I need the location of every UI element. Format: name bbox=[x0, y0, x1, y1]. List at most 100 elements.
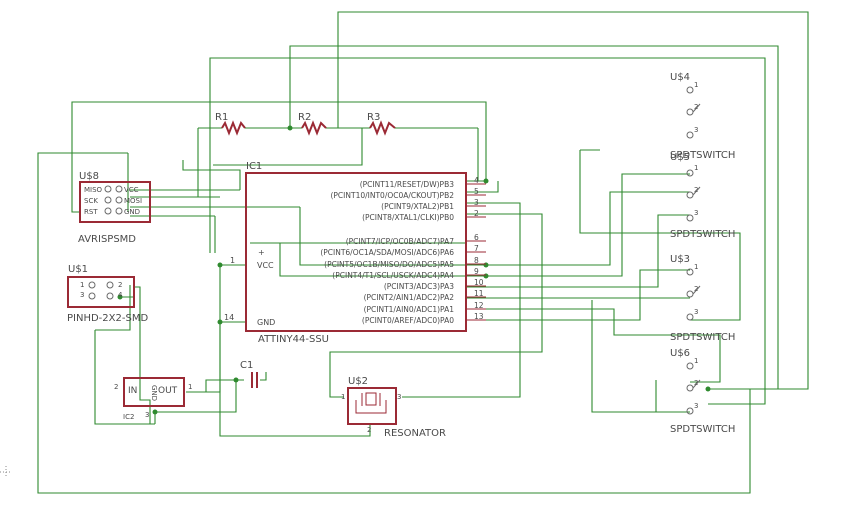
switch-name: U$4 bbox=[670, 72, 690, 83]
switch-pin-number: 2 bbox=[694, 186, 698, 194]
ic1-pin-number: 2 bbox=[474, 209, 479, 218]
switch-lever bbox=[692, 379, 701, 389]
svg-text:1: 1 bbox=[80, 281, 84, 289]
ic1-pin-number: 3 bbox=[474, 198, 479, 207]
ic1-pin-number: 10 bbox=[474, 278, 484, 287]
ic1-pin-number: 11 bbox=[474, 289, 484, 298]
ic1-pin-number: 5 bbox=[474, 187, 479, 196]
svg-text:SCK: SCK bbox=[84, 197, 98, 205]
switch-lever bbox=[692, 285, 701, 295]
switch-pin-number: 1 bbox=[694, 164, 698, 172]
switch-name: U$3 bbox=[670, 254, 690, 265]
svg-text:1: 1 bbox=[230, 256, 235, 265]
svg-text:R1: R1 bbox=[215, 112, 228, 123]
switch-pin bbox=[686, 290, 694, 298]
ic1-pin-label: (PCINT5/OC1B/MISO/DO/ADC5)PA5 bbox=[324, 260, 454, 269]
switch-pin-number: 3 bbox=[694, 209, 698, 217]
svg-text:C1: C1 bbox=[240, 360, 253, 371]
ic1-pin-number: 4 bbox=[474, 176, 479, 185]
switch-name: U$5 bbox=[670, 152, 690, 163]
capacitor-c1: C1 bbox=[240, 360, 258, 388]
ic1-pin-number: 13 bbox=[474, 312, 484, 321]
ic1-pin-number: 6 bbox=[474, 233, 479, 242]
ic1-pin-number: 12 bbox=[474, 301, 484, 310]
ic1-right-pins: (PCINT11/RESET/DW)PB3 4 (PCINT10/INT0/OC0A… bbox=[320, 176, 486, 325]
switch-part: SPDTSWITCH bbox=[670, 229, 735, 240]
svg-text:14: 14 bbox=[224, 313, 234, 322]
ic1-pin-label: (PCINT6/OC1A/SDA/MOSI/ADC6)PA6 bbox=[320, 248, 454, 257]
resistor-r1: R1 bbox=[215, 112, 246, 136]
ic1-pin-label: (PCINT4/T1/SCL/USCK/ADC4)PA4 bbox=[332, 271, 454, 280]
switch-pin bbox=[686, 169, 694, 177]
svg-text:IC2: IC2 bbox=[123, 413, 134, 421]
switch-lever bbox=[692, 103, 701, 113]
switch-pin bbox=[686, 108, 694, 116]
switch-pin-number: 2 bbox=[694, 379, 698, 387]
switch-pin bbox=[686, 384, 694, 392]
switch-pin-number: 1 bbox=[694, 263, 698, 271]
switch-pin bbox=[686, 191, 694, 199]
origin-marker bbox=[0, 466, 12, 478]
ic1-pin-label: (PCINT3/ADC3)PA3 bbox=[384, 282, 454, 291]
svg-text:2: 2 bbox=[118, 281, 122, 289]
ic1-pin-label: (PCINT0/AREF/ADC0)PA0 bbox=[362, 316, 454, 325]
resistor-r2: R2 bbox=[298, 112, 327, 136]
switch-pin-number: 2 bbox=[694, 285, 698, 293]
svg-text:PINHD-2X2-SMD: PINHD-2X2-SMD bbox=[67, 313, 148, 324]
svg-text:AVRISPSMD: AVRISPSMD bbox=[78, 234, 136, 245]
switch-pin bbox=[686, 86, 694, 94]
svg-text:+: + bbox=[258, 248, 265, 257]
switch-pin-number: 3 bbox=[694, 402, 698, 410]
switch-pin-number: 1 bbox=[694, 357, 698, 365]
ic1-pin-label: (PCINT2/AIN1/ADC2)PA2 bbox=[364, 293, 455, 302]
junctions bbox=[117, 125, 711, 415]
svg-text:3: 3 bbox=[145, 411, 149, 419]
svg-text:GND: GND bbox=[124, 208, 140, 216]
switch-pin bbox=[686, 214, 694, 222]
switch-pin bbox=[686, 131, 694, 139]
wires bbox=[37, 11, 809, 494]
svg-text:1: 1 bbox=[341, 393, 345, 401]
ic1-pin-number: 7 bbox=[474, 244, 479, 253]
svg-text:U$8: U$8 bbox=[79, 171, 99, 182]
svg-text:3: 3 bbox=[80, 291, 84, 299]
switch-pin bbox=[686, 407, 694, 415]
svg-text:RESONATOR: RESONATOR bbox=[384, 428, 446, 439]
regulator-ic2: IN OUT GND IC2 2 1 3 bbox=[114, 377, 192, 421]
switch-pin-number: 1 bbox=[694, 81, 698, 89]
resistor-r3: R3 bbox=[367, 112, 396, 136]
switch-pin bbox=[686, 313, 694, 321]
svg-text:GND: GND bbox=[150, 385, 158, 401]
ic1-pin-number: 9 bbox=[474, 267, 479, 276]
svg-text:IC1: IC1 bbox=[246, 161, 262, 172]
svg-text:IN: IN bbox=[128, 386, 137, 396]
svg-text:R2: R2 bbox=[298, 112, 311, 123]
svg-text:2: 2 bbox=[114, 383, 118, 391]
svg-text:3: 3 bbox=[397, 393, 401, 401]
svg-text:4: 4 bbox=[118, 291, 123, 299]
switch-part: SPDTSWITCH bbox=[670, 150, 735, 161]
ic1-pin-label: (PCINT8/XTAL1/CLKI)PB0 bbox=[362, 213, 454, 222]
ic1-pin-number: 8 bbox=[474, 256, 479, 265]
svg-text:1: 1 bbox=[188, 383, 192, 391]
ic1-pin-label: (PCINT7/ICP/OC0B/ADC7)PA7 bbox=[346, 237, 454, 246]
switches: U$4SPDTSWITCH123U$5SPDTSWITCH123U$3SPDTS… bbox=[670, 72, 735, 435]
ic1-pin-label: (PCINT10/INT0/OC0A/CKOUT)PB2 bbox=[330, 191, 454, 200]
svg-text:MOSI: MOSI bbox=[124, 197, 142, 205]
pinhd-2x2-header: U$1 PINHD-2X2-SMD 1 3 2 4 bbox=[67, 264, 148, 324]
svg-text:R3: R3 bbox=[367, 112, 380, 123]
svg-text:2: 2 bbox=[367, 426, 371, 434]
svg-text:OUT: OUT bbox=[158, 386, 178, 396]
svg-text:U$2: U$2 bbox=[348, 376, 368, 387]
switch-lever bbox=[692, 186, 701, 196]
ic1-pin-label: (PCINT11/RESET/DW)PB3 bbox=[360, 180, 455, 189]
switch-pin bbox=[686, 362, 694, 370]
resonator-u2: U$2 RESONATOR 1 2 3 bbox=[341, 376, 446, 439]
ic1-attiny44: IC1 ATTINY44-SSU + VCC GND 1 14 (PCINT11… bbox=[224, 161, 486, 345]
avr-isp-header: U$8 AVRISPSMD MISO SCK RST VCC MOSI GND bbox=[78, 171, 151, 245]
ic1-pin-label: (PCINT1/AIN0/ADC1)PA1 bbox=[364, 305, 455, 314]
